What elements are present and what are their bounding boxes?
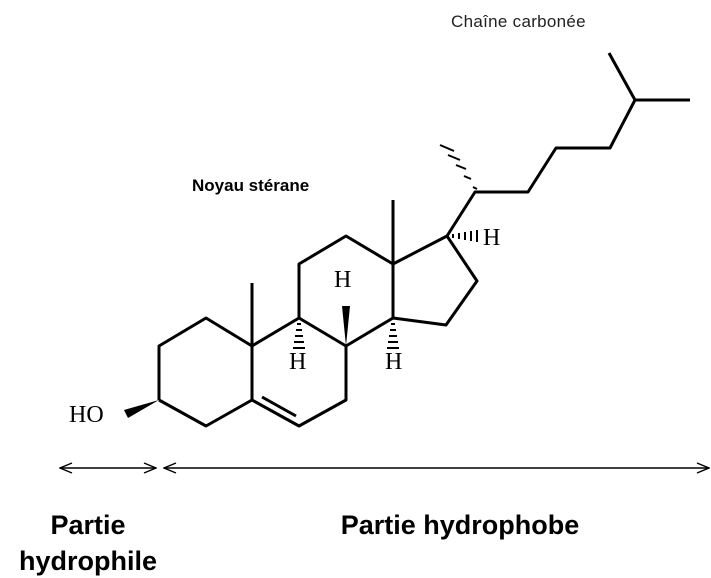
- hydrophile-line2: hydrophile: [18, 546, 157, 576]
- ring-c: [297, 234, 395, 348]
- methyl-groups: [250, 200, 395, 346]
- hydrophobe-label: Partie hydrophobe: [340, 510, 580, 540]
- h-c8-label: H: [334, 267, 352, 293]
- hydrophile-label: Partie hydrophile: [0, 507, 176, 578]
- ring-d: [392, 234, 479, 327]
- nucleus-label: Noyau stérane: [192, 176, 310, 195]
- hashed-bonds: [293, 144, 478, 349]
- ring-b: [251, 316, 348, 428]
- wedge-bonds: [124, 306, 350, 418]
- ring-a: [157, 316, 254, 428]
- chain-label: Chaîne carbonée: [451, 12, 586, 31]
- double-bond-c5-c6: [261, 395, 297, 418]
- hydroxyl-label: HO: [69, 402, 104, 428]
- hydrophile-line1: Partie: [50, 510, 126, 540]
- h-c9-label: H: [289, 349, 307, 375]
- side-chain: [445, 52, 690, 237]
- h-c17-label: H: [483, 225, 501, 251]
- wedge-c8-h: [342, 306, 350, 346]
- h-c14-label: H: [385, 349, 403, 375]
- wedge-oh: [124, 400, 159, 418]
